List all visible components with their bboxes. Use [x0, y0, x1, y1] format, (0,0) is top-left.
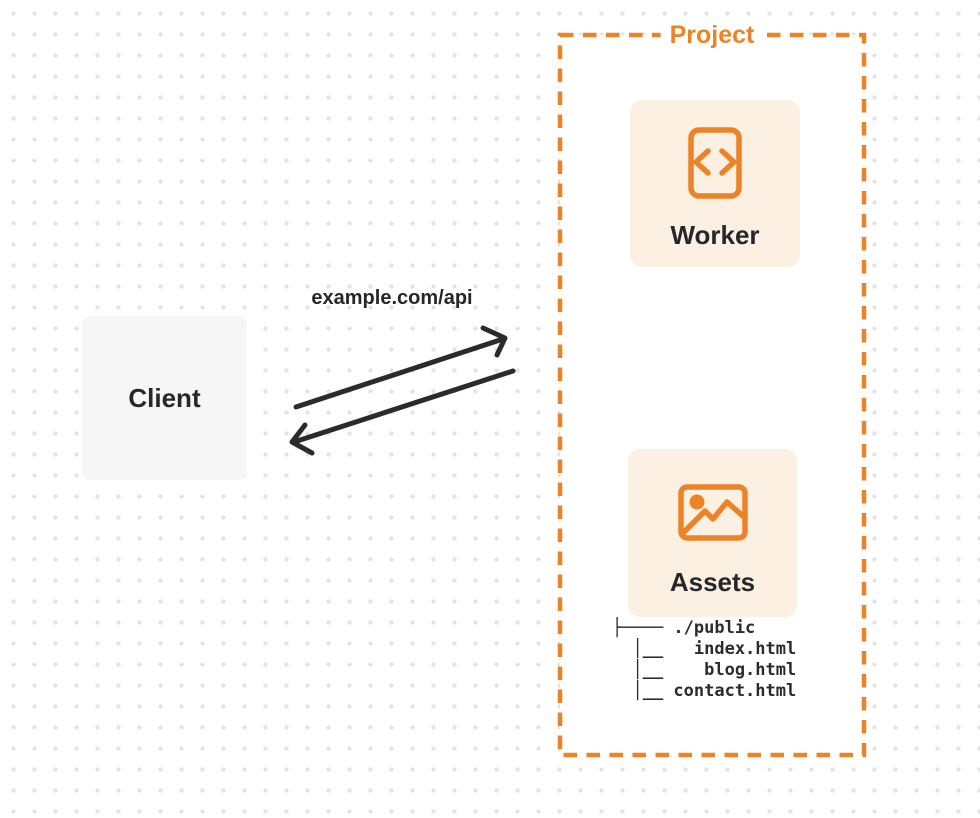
request-url-label: example.com/api [311, 287, 473, 309]
tree-line-index: │__ index.html [612, 639, 797, 659]
client-label: Client [128, 382, 201, 413]
assets-label: Assets [669, 567, 756, 597]
tree-line-public: ├──── ./public [612, 618, 756, 638]
assets-file-tree: ├──── ./public │__ index.html │__ blog.h… [612, 618, 796, 702]
project-label: Project [660, 20, 764, 51]
request-arrow [293, 325, 508, 410]
response-arrow [289, 368, 516, 456]
worker-label: Worker [670, 220, 760, 250]
code-file-icon [688, 127, 742, 199]
worker-node: Worker [630, 100, 800, 267]
tree-line-blog: │__ blog.html [612, 660, 797, 680]
image-icon [677, 484, 748, 541]
tree-line-contact: │__ contact.html [612, 681, 797, 701]
client-node: Client [82, 316, 247, 480]
assets-node: Assets [628, 449, 797, 617]
